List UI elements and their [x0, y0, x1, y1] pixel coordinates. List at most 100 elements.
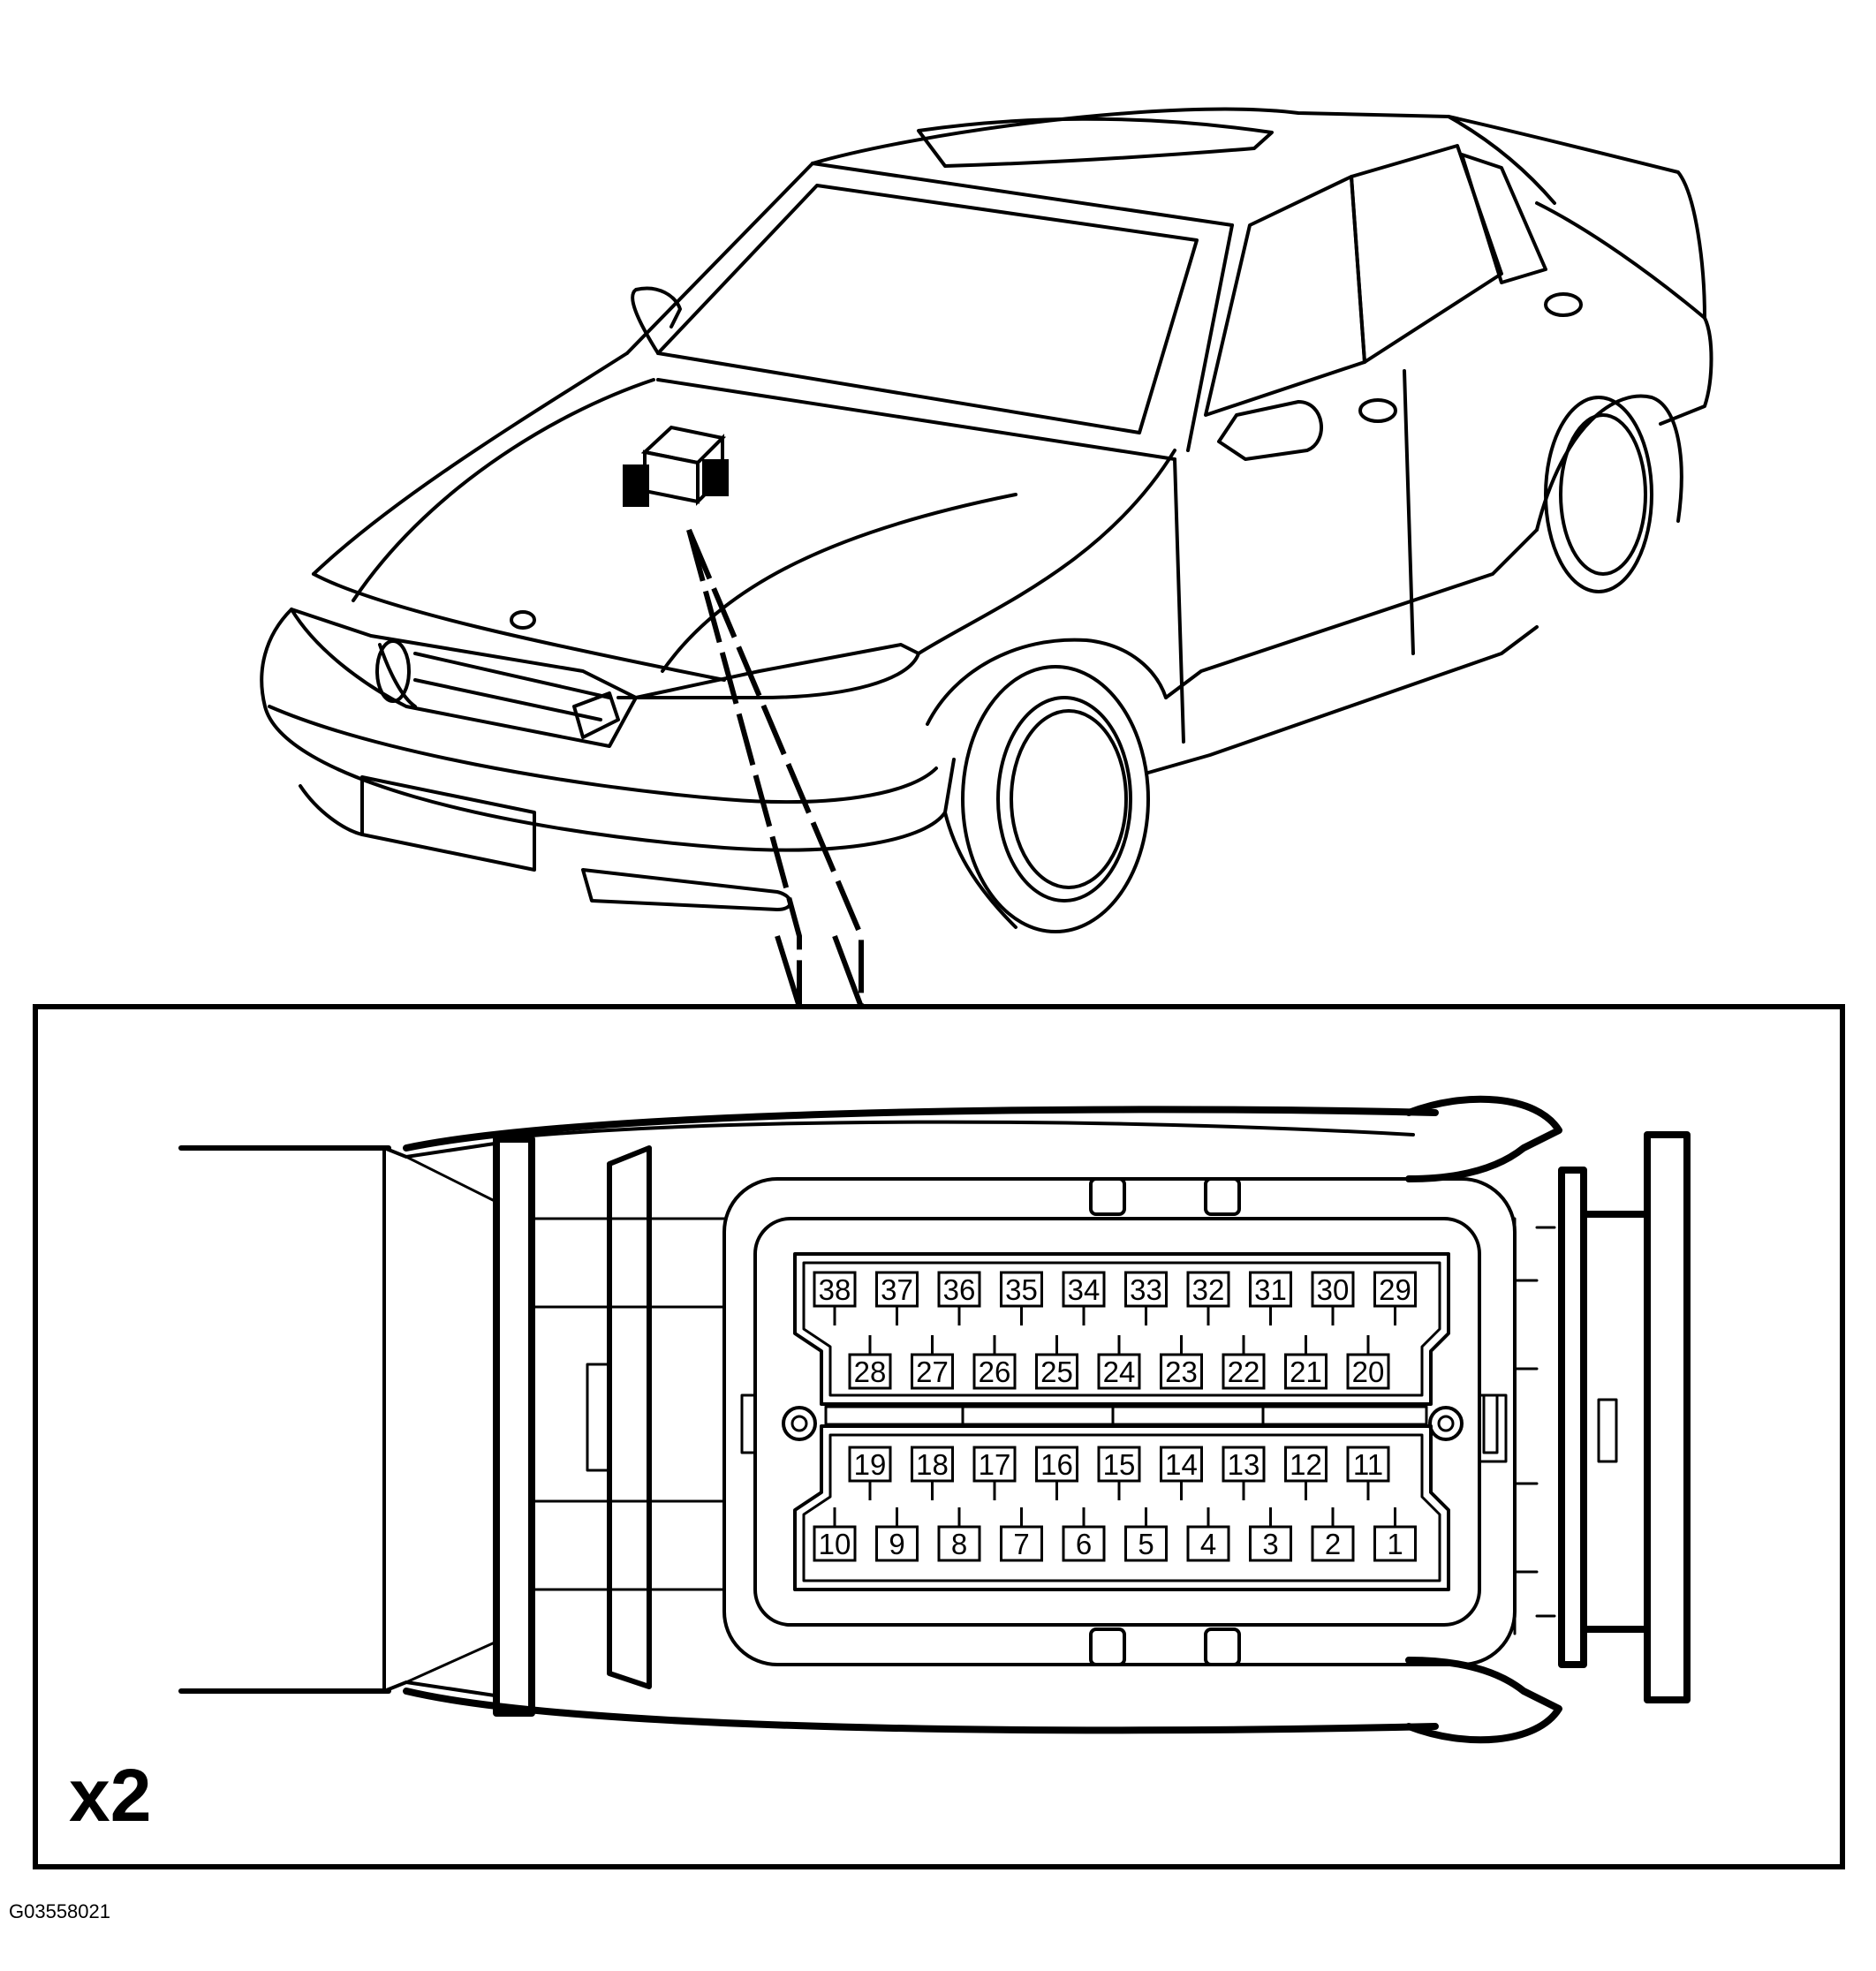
- pin-number: 35: [1005, 1273, 1038, 1306]
- connector-pin: 38: [813, 1271, 857, 1325]
- pin-cavity: [875, 1271, 919, 1308]
- pin-number: 3: [1262, 1528, 1278, 1560]
- component-location-marker: [623, 425, 729, 507]
- pin-cavity: [972, 1353, 1017, 1390]
- pin-number: 26: [979, 1356, 1011, 1388]
- pin-cavity: [1373, 1525, 1417, 1562]
- connector-pin: 32: [1186, 1271, 1230, 1325]
- connector-pin: 31: [1249, 1271, 1292, 1325]
- pin-number: 13: [1228, 1448, 1260, 1481]
- connector-pin: 36: [937, 1271, 981, 1325]
- connector-pin: 17: [972, 1446, 1017, 1500]
- pin-cavity: [1311, 1271, 1355, 1308]
- connector-pin: 10: [813, 1507, 857, 1562]
- connector-pin: 3: [1249, 1507, 1292, 1562]
- pin-cavity: [1346, 1446, 1390, 1483]
- connector-pin: 25: [1035, 1335, 1078, 1390]
- connector-pin: 33: [1124, 1271, 1168, 1325]
- detail-frame: [33, 1004, 1845, 1869]
- pin-cavity: [911, 1446, 954, 1483]
- pin-number: 30: [1317, 1273, 1350, 1306]
- pin-number: 10: [819, 1528, 851, 1560]
- connector-pin: 14: [1160, 1446, 1203, 1500]
- pin-cavity: [1311, 1525, 1355, 1562]
- quantity-label: x2: [69, 1754, 151, 1837]
- pin-cavity: [1346, 1353, 1390, 1390]
- pin-cavity: [1124, 1271, 1168, 1308]
- pin-cavity: [1284, 1446, 1328, 1483]
- connector-pin: 2: [1311, 1507, 1355, 1562]
- connector-pin: 7: [1000, 1507, 1043, 1562]
- pin-number: 8: [951, 1528, 967, 1560]
- pin-number: 15: [1103, 1448, 1136, 1481]
- connector-pin: 20: [1346, 1335, 1390, 1390]
- pin-number: 17: [979, 1448, 1011, 1481]
- connector-pin: 13: [1222, 1446, 1266, 1500]
- pin-cavity: [848, 1353, 892, 1390]
- connector-pin: 37: [875, 1271, 919, 1325]
- pin-cavity: [1249, 1271, 1292, 1308]
- pin-number: 37: [881, 1273, 913, 1306]
- pin-number: 9: [889, 1528, 904, 1560]
- pin-cavity: [972, 1446, 1017, 1483]
- pin-number: 1: [1387, 1528, 1403, 1560]
- pin-number: 2: [1325, 1528, 1341, 1560]
- pin-number: 12: [1290, 1448, 1322, 1481]
- connector-detail: [178, 1095, 1691, 1744]
- pin-cavity: [1186, 1271, 1230, 1308]
- pin-cavity: [1000, 1525, 1043, 1562]
- pin-number: 23: [1165, 1356, 1198, 1388]
- pin-cavity: [1284, 1353, 1328, 1390]
- pin-cavity: [911, 1353, 954, 1390]
- pin-number: 14: [1165, 1448, 1198, 1481]
- pin-cavity: [1222, 1446, 1266, 1483]
- connector-pin: 16: [1035, 1446, 1078, 1500]
- connector-pin: 26: [972, 1335, 1017, 1390]
- connector-pin: 9: [875, 1507, 919, 1562]
- connector-pin: 18: [911, 1446, 954, 1500]
- connector-pin: 34: [1062, 1271, 1106, 1325]
- pin-cavity: [1373, 1271, 1417, 1308]
- pin-cavity: [1097, 1353, 1141, 1390]
- pin-number: 27: [916, 1356, 949, 1388]
- connector-pin: 4: [1186, 1507, 1230, 1562]
- connector-pin: 27: [911, 1335, 954, 1390]
- connector-pin: 28: [848, 1335, 892, 1390]
- pin-cavity: [1062, 1271, 1106, 1308]
- pin-number: 33: [1130, 1273, 1162, 1306]
- car-illustration: [260, 107, 1713, 933]
- connector-pin: 8: [937, 1507, 981, 1562]
- connector-pin: 24: [1097, 1335, 1141, 1390]
- pin-number: 28: [854, 1356, 887, 1388]
- connector-pin: 21: [1284, 1335, 1328, 1390]
- pin-cavity: [937, 1271, 981, 1308]
- pin-number: 38: [819, 1273, 851, 1306]
- pin-cavity: [1160, 1446, 1203, 1483]
- connector-pin: 30: [1311, 1271, 1355, 1325]
- pin-number: 24: [1103, 1356, 1136, 1388]
- connector-pin: 1: [1373, 1507, 1417, 1562]
- pin-cavity: [1097, 1446, 1141, 1483]
- pin-number: 6: [1076, 1528, 1092, 1560]
- pin-cavity: [848, 1446, 892, 1483]
- connector-pin: 19: [848, 1446, 892, 1500]
- connector-pin: 11: [1346, 1446, 1390, 1500]
- pin-number: 31: [1254, 1273, 1287, 1306]
- pin-number: 36: [943, 1273, 976, 1306]
- pin-number: 7: [1013, 1528, 1029, 1560]
- pin-cavity: [1035, 1446, 1078, 1483]
- pin-number: 5: [1138, 1528, 1154, 1560]
- pin-number: 16: [1040, 1448, 1073, 1481]
- pin-number: 32: [1192, 1273, 1225, 1306]
- pin-cavity: [937, 1525, 981, 1562]
- connector-pin: 15: [1097, 1446, 1141, 1500]
- pin-number: 22: [1228, 1356, 1260, 1388]
- pin-cavity: [1000, 1271, 1043, 1308]
- pin-cavity: [1035, 1353, 1078, 1390]
- pin-number: 21: [1290, 1356, 1322, 1388]
- pin-cavity: [1124, 1525, 1168, 1562]
- pin-cavity: [1160, 1353, 1203, 1390]
- connector-pin: 29: [1373, 1271, 1417, 1325]
